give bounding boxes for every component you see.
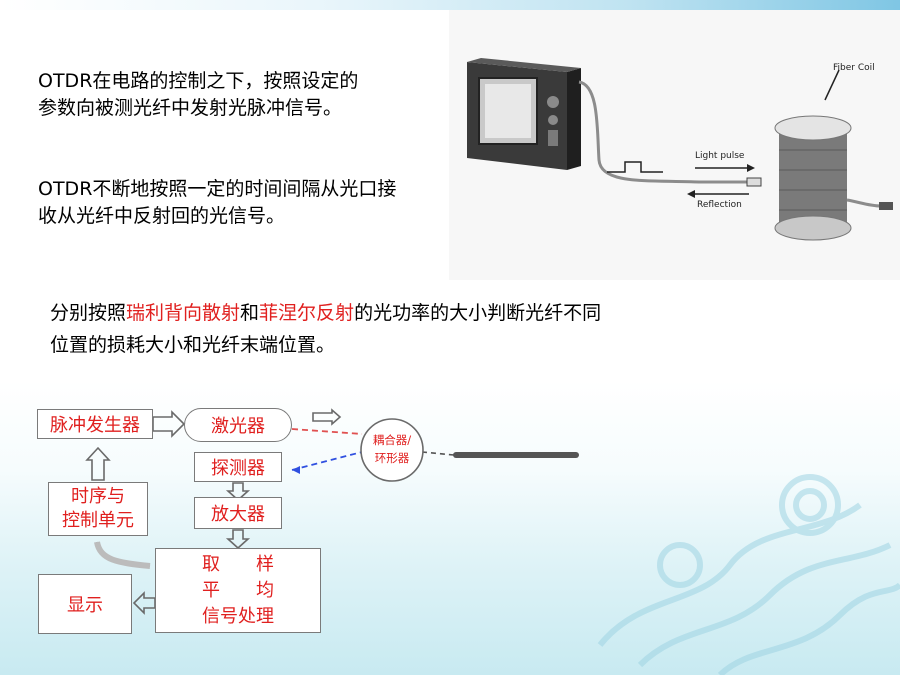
pulse-generator-label: 脉冲发生器 — [50, 415, 140, 436]
intro-line-1: OTDR在电路的控制之下，按照设定的 — [38, 70, 359, 92]
rayleigh-term: 瑞利背向散射 — [126, 302, 241, 324]
fresnel-term: 菲涅尔反射 — [259, 302, 355, 324]
coupler-label-line-1: 耦合器/ — [373, 433, 411, 447]
top-decor-bar — [0, 0, 900, 10]
sampling-label-line-3: 信号处理 — [202, 605, 274, 627]
timing-label-line-1: 时序与 — [71, 486, 125, 507]
otdr-device-image — [467, 58, 581, 170]
principle-text: 的光功率的大小判断光纤不同 — [354, 302, 602, 324]
timing-label-line-2: 控制单元 — [62, 510, 134, 531]
receive-line-1: OTDR不断地按照一定的时间间隔从光口接 — [38, 178, 397, 200]
intro-line-2: 参数向被测光纤中发射光脉冲信号。 — [38, 97, 343, 119]
reflection-label: Reflection — [697, 200, 742, 210]
principle-line-2: 位置的损耗大小和光纤末端位置。 — [50, 334, 336, 356]
principle-text: 和 — [240, 302, 260, 324]
otdr-block-diagram: 耦合器/ 环形器 — [85, 408, 579, 615]
display-box: 显示 — [38, 574, 132, 634]
amplifier-label: 放大器 — [211, 504, 265, 525]
intro-paragraph-2: OTDR不断地按照一定的时间间隔从光口接 收从光纤中反射回的光信号。 — [38, 176, 396, 230]
amplifier-box: 放大器 — [194, 497, 282, 529]
coupler-label-line-2: 环形器 — [375, 451, 410, 465]
otdr-illustration: Light pulse Reflection Fiber Coil — [449, 10, 900, 280]
fiber-coil-label: Fiber Coil — [833, 63, 875, 73]
sampling-label-line-2: 平 均 — [202, 579, 274, 601]
detector-label: 探测器 — [211, 458, 265, 479]
detector-box: 探测器 — [194, 452, 282, 482]
background-pattern — [597, 474, 900, 675]
principle-paragraph: 分别按照瑞利背向散射和菲涅尔反射的光功率的大小判断光纤不同 位置的损耗大小和光纤… — [50, 297, 601, 361]
sampling-processing-box: 取 样 平 均 信号处理 — [155, 548, 321, 633]
pulse-generator-box: 脉冲发生器 — [37, 409, 153, 439]
principle-text: 分别按照 — [50, 302, 127, 324]
light-pulse-label: Light pulse — [695, 151, 745, 161]
fiber-coil-image — [774, 115, 893, 241]
intro-paragraph-1: OTDR在电路的控制之下，按照设定的 参数向被测光纤中发射光脉冲信号。 — [38, 68, 358, 122]
laser-box: 激光器 — [184, 408, 292, 442]
timing-control-box: 时序与 控制单元 — [48, 482, 148, 536]
sampling-label-line-1: 取 样 — [202, 553, 274, 575]
receive-line-2: 收从光纤中反射回的光信号。 — [38, 205, 286, 227]
laser-label: 激光器 — [211, 416, 265, 437]
display-label: 显示 — [67, 595, 103, 616]
